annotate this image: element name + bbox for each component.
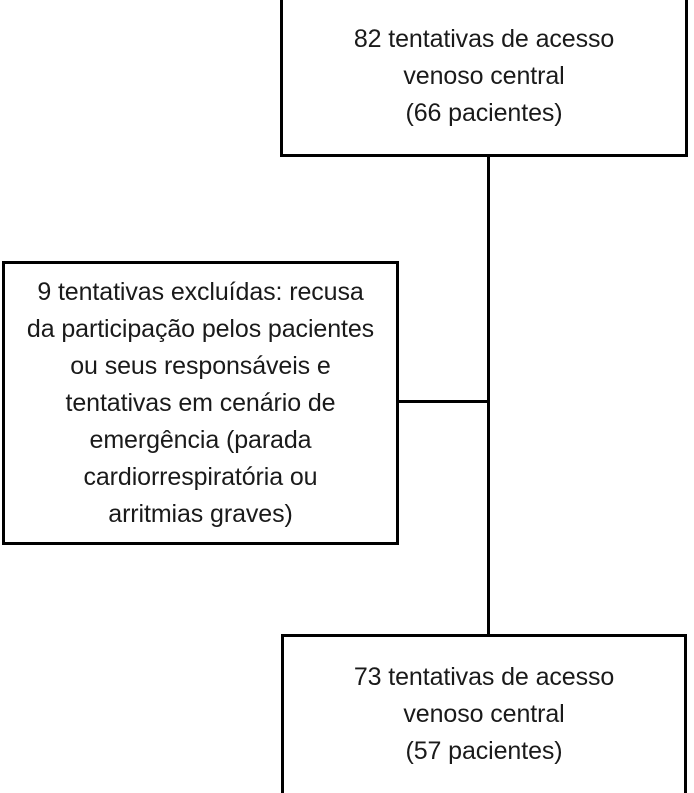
connector-vertical-main <box>487 155 490 636</box>
flowchart-node-enrollment: 82 tentativas de acesso venoso central (… <box>280 0 688 157</box>
flowchart-node-excluded: 9 tentativas excluídas: recusa da partic… <box>2 261 399 545</box>
flowchart-node-enrollment-text: 82 tentativas de acesso venoso central (… <box>353 25 615 127</box>
connector-horizontal-excluded <box>397 400 489 403</box>
flowchart-node-excluded-text: 9 tentativas excluídas: recusa da partic… <box>26 277 375 528</box>
flowchart-node-analyzed: 73 tentativas de acesso venoso central (… <box>281 634 687 793</box>
flowchart-node-analyzed-text: 73 tentativas de acesso venoso central (… <box>353 663 615 765</box>
